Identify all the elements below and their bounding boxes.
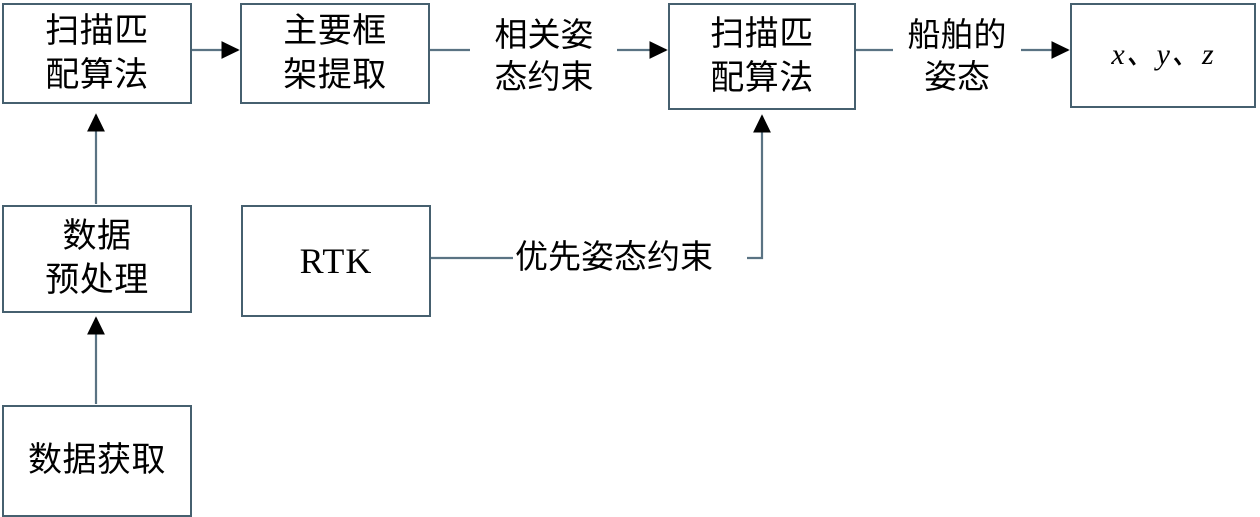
edge-label-ship-pose: 船舶的 姿态 bbox=[907, 18, 1007, 96]
edge-prior-constraint-to-scan-match-2 bbox=[747, 114, 772, 260]
node-rtk[interactable]: RTK bbox=[241, 205, 431, 317]
node-frame-extract[interactable]: 主要框 架提取 bbox=[240, 3, 430, 104]
node-acquire[interactable]: 数据获取 bbox=[2, 405, 192, 517]
edge-label-related-pose-constraint: 相关姿 态约束 bbox=[494, 18, 594, 96]
edge-label-prior-pose-constraint: 优先姿态约束 bbox=[515, 240, 713, 276]
node-output-xyz[interactable]: x、y、z bbox=[1070, 3, 1256, 108]
node-preprocess[interactable]: 数据 预处理 bbox=[2, 205, 192, 313]
node-scan-match-1[interactable]: 扫描匹 配算法 bbox=[2, 3, 192, 104]
node-scan-match-2[interactable]: 扫描匹 配算法 bbox=[668, 3, 856, 110]
